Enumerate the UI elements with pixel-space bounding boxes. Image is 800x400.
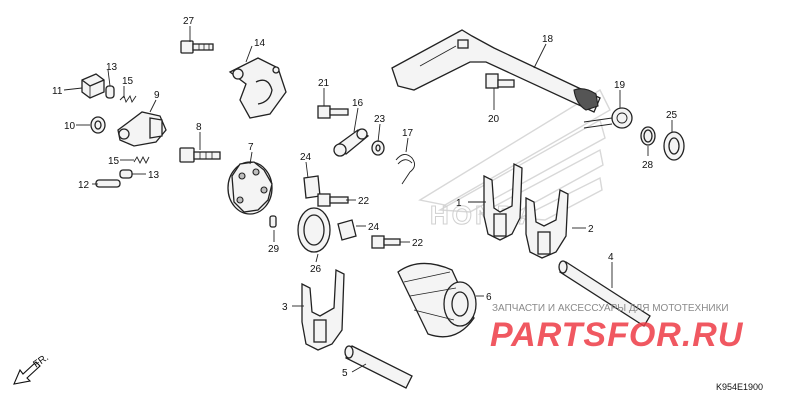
callout-6: 6 — [486, 292, 492, 303]
leader-lines — [63, 26, 673, 373]
part-22-bolt-lower — [371, 235, 401, 249]
callout-1: 1 — [456, 198, 462, 209]
part-9-shift-arm — [117, 111, 167, 147]
part-22-bolt — [317, 193, 349, 207]
callout-25: 25 — [666, 110, 678, 121]
front-direction-marker: FR. — [13, 352, 51, 385]
part-3-shift-fork — [301, 268, 345, 351]
callout-18: 18 — [542, 34, 554, 45]
callout-labels: 27 14 11 13 15 10 9 8 15 13 12 7 29 21 1… — [52, 16, 678, 379]
part-20-pin — [485, 73, 515, 89]
callout-20: 20 — [488, 114, 500, 125]
callout-5: 5 — [342, 368, 348, 379]
callout-9: 9 — [154, 90, 160, 101]
part-28-circlip — [640, 126, 656, 146]
part-17-spring — [395, 154, 415, 185]
part-13-pin — [105, 85, 115, 99]
callout-21: 21 — [318, 78, 330, 89]
part-14-stopper-plate — [228, 57, 287, 119]
part-4-fork-shaft — [558, 260, 651, 327]
part-11-block — [81, 73, 105, 99]
callout-19: 19 — [614, 80, 626, 91]
callout-24-lower: 24 — [368, 222, 380, 233]
part-15-spring — [119, 94, 137, 104]
part-8-bolt — [179, 147, 221, 163]
callout-27: 27 — [183, 16, 195, 27]
callout-17: 17 — [402, 128, 414, 139]
callout-26: 26 — [310, 264, 322, 275]
callout-29: 29 — [268, 244, 280, 255]
callout-15-upper: 15 — [122, 76, 134, 87]
part-24-guide-plate-lower — [337, 219, 357, 241]
part-23-washer — [371, 140, 385, 156]
part-18-gearshift-spindle — [391, 29, 601, 113]
part-29-dowel-pin — [269, 215, 277, 228]
callout-11: 11 — [52, 86, 63, 97]
callout-13-upper: 13 — [106, 62, 118, 73]
callout-24-upper: 24 — [300, 152, 312, 163]
callout-12: 12 — [78, 180, 90, 191]
arrow-down-left-icon — [13, 361, 41, 385]
part-19-return-spring — [583, 107, 633, 129]
callout-3: 3 — [282, 302, 288, 313]
part-13-pin-lower — [119, 169, 133, 179]
callout-22-upper: 22 — [358, 196, 370, 207]
part-7-shift-cam — [227, 161, 273, 215]
part-25-washer — [663, 131, 685, 161]
part-2-shift-fork — [525, 189, 569, 259]
part-1-shift-fork — [483, 162, 523, 241]
part-6-shift-drum — [397, 262, 477, 338]
watermark-logo: PARTSFOR.RU — [490, 316, 744, 354]
part-10-washer — [90, 116, 106, 134]
callout-2: 2 — [588, 224, 594, 235]
callout-23: 23 — [374, 114, 386, 125]
part-5-fork-shaft — [344, 345, 413, 389]
part-16-arm — [333, 128, 370, 157]
callout-7: 7 — [248, 142, 254, 153]
diagram-code: K954E1900 — [716, 382, 764, 392]
callout-10: 10 — [64, 121, 76, 132]
callout-28: 28 — [642, 160, 654, 171]
part-15-spring-lower — [133, 155, 150, 165]
part-26-oil-seal — [297, 207, 331, 253]
callout-13-lower: 13 — [148, 170, 160, 181]
part-21-bolt — [317, 105, 349, 119]
callout-4: 4 — [608, 252, 614, 263]
part-27-bolt — [180, 40, 214, 54]
part-12-pin — [95, 179, 121, 188]
callout-15-lower: 15 — [108, 156, 120, 167]
callout-22-lower: 22 — [412, 238, 424, 249]
callout-14: 14 — [254, 38, 266, 49]
callout-16: 16 — [352, 98, 364, 109]
callout-8: 8 — [196, 122, 202, 133]
watermark-caption: ЗАПЧАСТИ И АКСЕССУАРЫ ДЛЯ МОТОТЕХНИКИ — [492, 303, 729, 314]
